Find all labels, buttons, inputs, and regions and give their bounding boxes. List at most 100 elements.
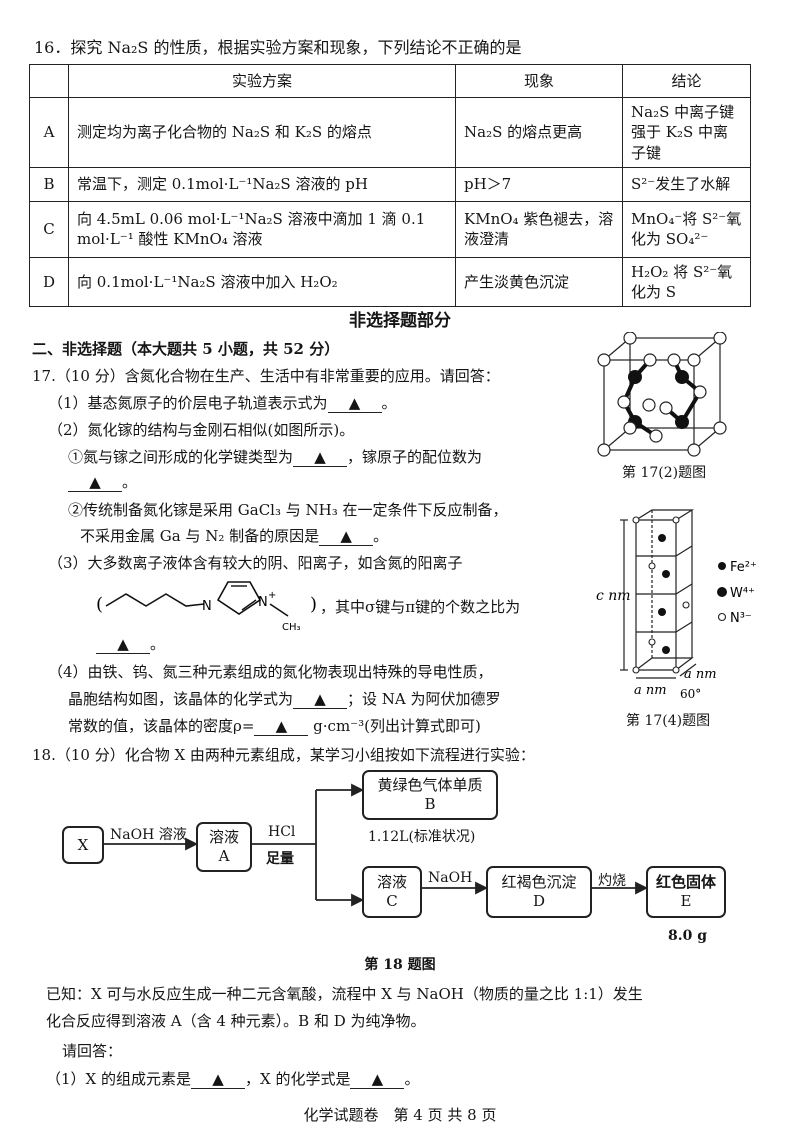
flow-hcl-label: HCl: [268, 824, 296, 840]
methyl-bond: [269, 603, 289, 617]
q18-part-1-text-a: （1）X 的组成元素是: [46, 1070, 191, 1088]
q17-part-3-cont: ▲。: [96, 633, 165, 654]
figure-17-4-caption: 第 17(4)题图: [626, 713, 711, 729]
q18-ask: 请回答：: [62, 1042, 123, 1060]
q17-part-4c-text: ；设 NA 为阿伏加德罗: [347, 690, 501, 708]
legend-n-marker: [717, 612, 727, 622]
q17-part-3-text-b: ，其中σ键与π键的个数之比为: [320, 598, 521, 616]
angle-label: 60°: [680, 687, 701, 701]
double-bond-cn: [241, 599, 257, 611]
flow-d-line2: D: [532, 892, 546, 910]
question-18-stem: 18.（10 分）化合物 X 由两种元素组成，某学习小组按如下流程进行实验：: [32, 746, 535, 764]
flow-b-line1: 黄绿色气体单质: [377, 776, 483, 795]
flow-box-gas-b: 黄绿色气体单质 B: [362, 770, 498, 820]
legend-w-marker: [717, 587, 727, 597]
answer-blank: ▲: [96, 635, 150, 654]
figure-17-2-caption: 第 17(2)题图: [622, 465, 707, 481]
row-plan: 向 0.1mol·L⁻¹Na₂S 溶液中加入 H₂O₂: [68, 256, 456, 308]
question-16-title: 16．探究 Na₂S 的性质，根据实验方案和现象，下列结论不正确的是: [34, 38, 522, 57]
row-conclusion: Na₂S 中离子键强于 K₂S 中离子键: [622, 97, 751, 168]
butyl-chain: [105, 593, 205, 607]
q18-part-1: （1）X 的组成元素是▲，X 的化学式是▲。: [46, 1068, 419, 1089]
flow-excess-label: 足量: [266, 851, 294, 867]
q17-part-3: （3）大多数离子液体含有较大的阴、阳离子，如含氮的阳离子: [48, 554, 463, 572]
flow-c-line1: 溶液: [376, 873, 407, 892]
q17-part-2-1-text-a: ①氮与镓之间形成的化学键类型为: [68, 448, 294, 466]
row-conclusion: H₂O₂ 将 S²⁻氧化为 S: [622, 256, 751, 308]
flow-e-line1: 红色固体: [655, 873, 716, 892]
dimension-a-label-bottom: a nm: [634, 683, 667, 698]
imidazolium-cation-structure: ( N N + CH₃ ): [96, 581, 317, 633]
gallium-atoms: [628, 370, 689, 429]
table-header-conclusion: 结论: [622, 64, 751, 98]
row-conclusion: MnO₄⁻将 S²⁻氧化为 SO₄²⁻: [622, 200, 751, 258]
row-plan: 测定均为离子化合物的 Na₂S 和 K₂S 的熔点: [68, 97, 456, 168]
flow-x-label: X: [77, 835, 89, 854]
q17-part-4b: 晶胞结构如图，该晶体的化学式为▲；设 NA 为阿伏加德罗: [68, 688, 501, 709]
q17-part-1-text: （1）基态氮原子的价层电子轨道表示式为: [48, 394, 328, 412]
q18-known-line1: 已知：X 可与水反应生成一种二元含氧酸，流程中 X 与 NaOH（物质的量之比 …: [46, 985, 643, 1003]
flow-box-solution-a: 溶液 A: [196, 822, 252, 872]
methyl-label: CH₃: [282, 622, 301, 633]
legend-fe-marker: [718, 562, 726, 570]
q18-part-1-text-b: ，X 的化学式是: [245, 1070, 351, 1088]
iron-and-tungsten-atoms: [658, 534, 670, 654]
period: 。: [122, 473, 138, 491]
row-phenomenon: Na₂S 的熔点更高: [455, 97, 623, 168]
row-option: A: [29, 97, 69, 168]
flow-b-line2: B: [424, 795, 436, 813]
answer-blank: ▲: [319, 527, 374, 546]
q17-part-2-2b-text: 不采用金属 Ga 与 N₂ 制备的原因是: [80, 527, 320, 545]
flow-e-line2: E: [680, 892, 692, 910]
page-footer: 化学试题卷 第 4 页 共 8 页: [303, 1106, 497, 1124]
flow-box-precipitate-d: 红褐色沉淀 D: [486, 866, 592, 918]
q17-part-4d: 常数的值，该晶体的密度ρ=▲ g·cm⁻³(列出计算式即可): [68, 715, 481, 736]
flow-burn-label: 灼烧: [598, 873, 626, 889]
row-option: C: [29, 200, 69, 258]
table-row: C 向 4.5mL 0.06 mol·L⁻¹Na₂S 溶液中滴加 1 滴 0.1…: [29, 200, 751, 258]
q18-known-line2: 化合反应得到溶液 A（含 4 种元素）。B 和 D 为纯净物。: [46, 1012, 426, 1030]
table-row: B 常温下，测定 0.1mol·L⁻¹Na₂S 溶液的 pH pH＞7 S²⁻发…: [29, 166, 751, 202]
flow-c-line2: C: [386, 892, 398, 910]
plus-charge: +: [268, 590, 276, 601]
row-option: D: [29, 256, 69, 308]
legend-n-label: N³⁻: [730, 611, 752, 626]
dimension-c-label: c nm: [596, 588, 631, 604]
period: 。: [373, 527, 389, 545]
q17-part-4b-text: 晶胞结构如图，该晶体的化学式为: [68, 690, 294, 708]
period: 。: [404, 1070, 420, 1088]
dimension-a-label-side: a nm: [684, 667, 717, 682]
flow-a-line2: A: [218, 847, 230, 865]
paren-open: (: [96, 594, 103, 615]
row-plan: 常温下，测定 0.1mol·L⁻¹Na₂S 溶液的 pH: [68, 166, 456, 202]
table-header-phenomenon: 现象: [455, 64, 623, 98]
q17-part-2: （2）氮化镓的结构与金刚石相似(如图所示)。: [48, 421, 355, 439]
nitrogen-ions: [632, 516, 690, 674]
flow-e-mass-note: 8.0 g: [668, 928, 708, 944]
flow-box-solution-c: 溶液 C: [362, 866, 422, 918]
table-header-row: 实验方案 现象 结论: [29, 64, 751, 98]
q17-part-4e-text: g·cm⁻³(列出计算式即可): [313, 717, 481, 735]
q17-part-2-1-text-b: ，镓原子的配位数为: [347, 448, 483, 466]
flow-d-line1: 红褐色沉淀: [501, 873, 577, 892]
nitrogen-atoms: [597, 332, 727, 457]
flow-naoh-label: NaOH: [428, 870, 473, 886]
row-plan: 向 4.5mL 0.06 mol·L⁻¹Na₂S 溶液中滴加 1 滴 0.1 m…: [68, 200, 456, 258]
answer-blank: ▲: [191, 1070, 245, 1089]
flow-naoh-solution-label: NaOH 溶液: [110, 827, 187, 843]
row-conclusion: S²⁻发生了水解: [622, 166, 751, 202]
row-phenomenon: 产生淡黄色沉淀: [455, 256, 623, 308]
answer-blank: ▲: [68, 473, 122, 492]
answer-blank: ▲: [293, 448, 348, 467]
q17-part-2-2a: ②传统制备氮化镓是采用 GaCl₃ 与 NH₃ 在一定条件下反应制备，: [68, 501, 508, 519]
flow-diagram-connectors: [100, 783, 649, 907]
part-two-heading: 二、非选择题（本大题共 5 小题，共 52 分）: [32, 340, 340, 358]
row-option: B: [29, 166, 69, 202]
prism-frame: [620, 509, 697, 679]
table-header-plan: 实验方案: [68, 64, 456, 98]
q17-part-4a: （4）由铁、钨、氮三种元素组成的氮化物表现出特殊的导电性质，: [48, 663, 493, 681]
section-title: 非选择题部分: [349, 311, 451, 331]
table-row: A 测定均为离子化合物的 Na₂S 和 K₂S 的熔点 Na₂S 的熔点更高 N…: [29, 97, 751, 168]
ring-n3-label: N: [258, 595, 268, 610]
ring-n1-label: N: [202, 599, 212, 614]
